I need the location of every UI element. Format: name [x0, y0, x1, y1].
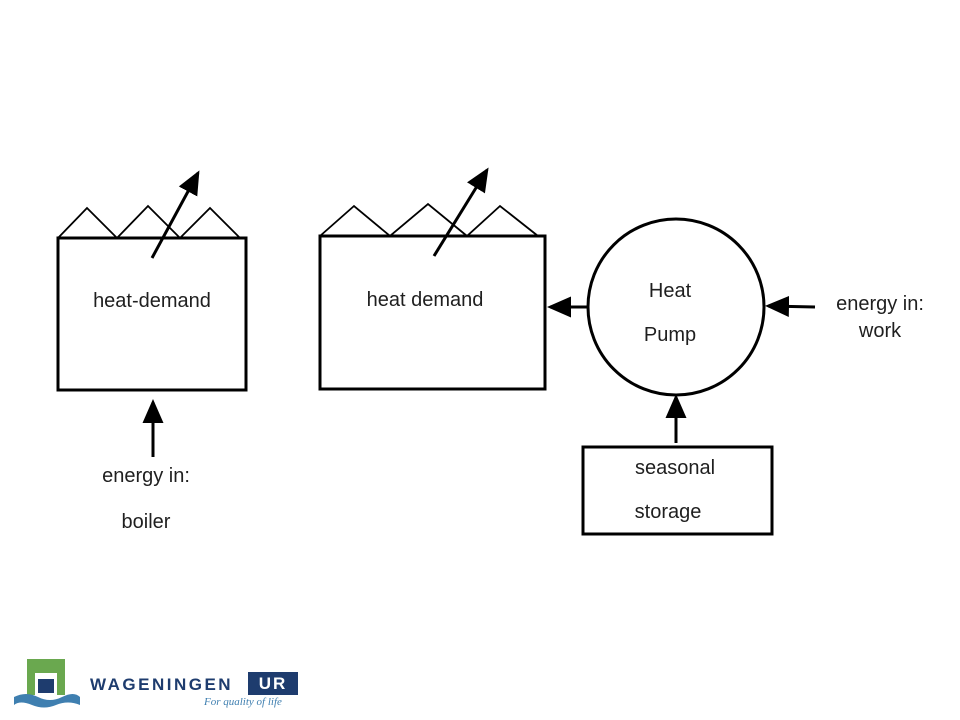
logo-tagline: For quality of life — [204, 696, 282, 708]
storage-box — [581, 445, 774, 536]
energy-boiler-label-line2: boiler — [121, 511, 171, 533]
arrow-work-to-pump — [765, 295, 816, 317]
heat-pump-label-line1: Heat — [648, 280, 692, 302]
wageningen-logo: WAGENINGEN UR For quality of life — [12, 655, 312, 715]
house-box-right — [318, 234, 547, 391]
energy-work-label-line2: work — [858, 320, 902, 342]
storage-label-line1: seasonal — [634, 457, 716, 479]
roof-zigzag-right — [319, 202, 539, 238]
house-box-left — [56, 236, 248, 392]
logo-wordmark: WAGENINGEN — [90, 675, 234, 694]
roof-zigzag-left — [57, 204, 241, 240]
house-heat-demand-right — [318, 167, 547, 391]
heat-pump-circle — [586, 217, 766, 397]
heat-loss-arrow-left — [150, 170, 200, 259]
heat-loss-arrow-right — [432, 167, 489, 257]
energy-boiler-label-line1: energy in: — [102, 465, 190, 487]
heat-pump-label-line2: Pump — [643, 324, 697, 346]
storage-label-line2: storage — [634, 501, 702, 523]
heat-demand-label-left: heat-demand — [93, 290, 211, 312]
logo-ur-badge: UR — [248, 672, 298, 695]
wageningen-emblem-icon — [14, 659, 80, 708]
heat-demand-label-right: heat demand — [366, 289, 484, 311]
energy-work-label-line1: energy in: — [836, 293, 924, 315]
house-heat-demand-left — [56, 170, 248, 392]
